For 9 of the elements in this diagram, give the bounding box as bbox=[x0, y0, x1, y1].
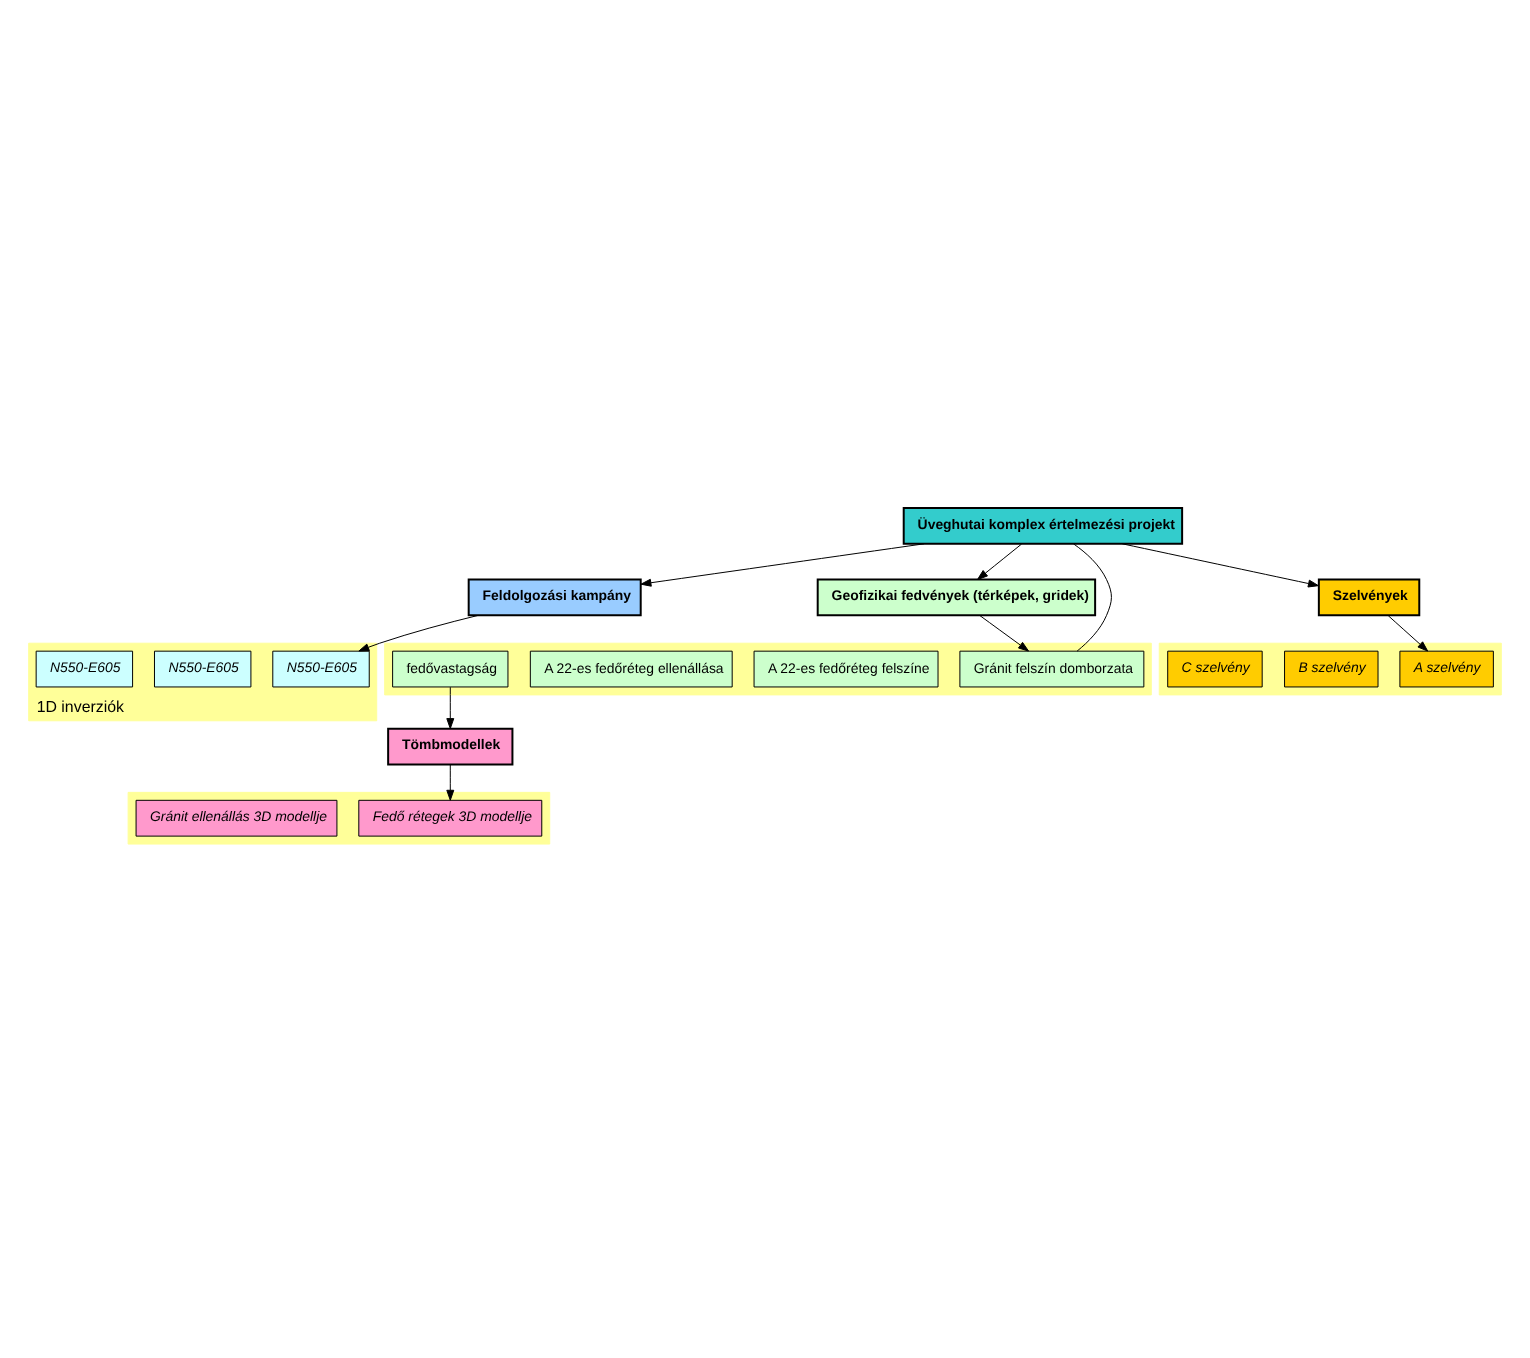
arrow bbox=[979, 614, 1030, 651]
arrow bbox=[1121, 542, 1319, 587]
connector bbox=[1073, 542, 1112, 651]
arrow bbox=[640, 542, 925, 586]
arrow bbox=[446, 763, 455, 800]
arrow bbox=[358, 613, 479, 651]
arrow bbox=[1387, 614, 1429, 651]
arrow bbox=[446, 685, 455, 729]
arrow bbox=[977, 542, 1023, 579]
